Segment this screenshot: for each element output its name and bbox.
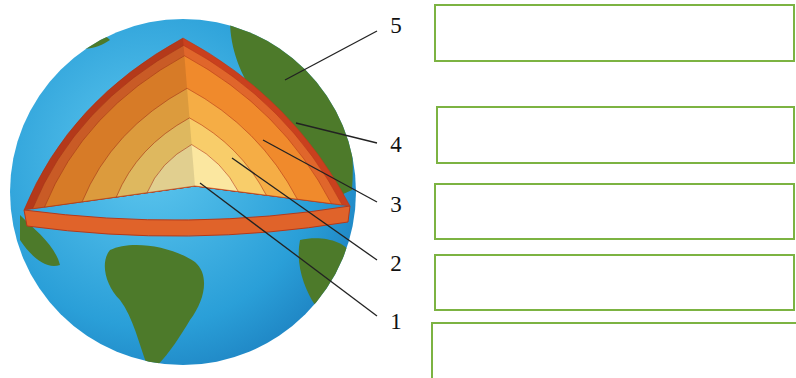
answer-boxes [432,5,796,378]
callout-number: 5 [390,14,402,37]
callout-number: 4 [390,133,402,156]
callout-number: 2 [390,252,402,275]
leader-lines [200,31,377,316]
continents [20,20,353,372]
callout-number: 3 [390,193,402,216]
callout-number: 1 [390,310,402,333]
